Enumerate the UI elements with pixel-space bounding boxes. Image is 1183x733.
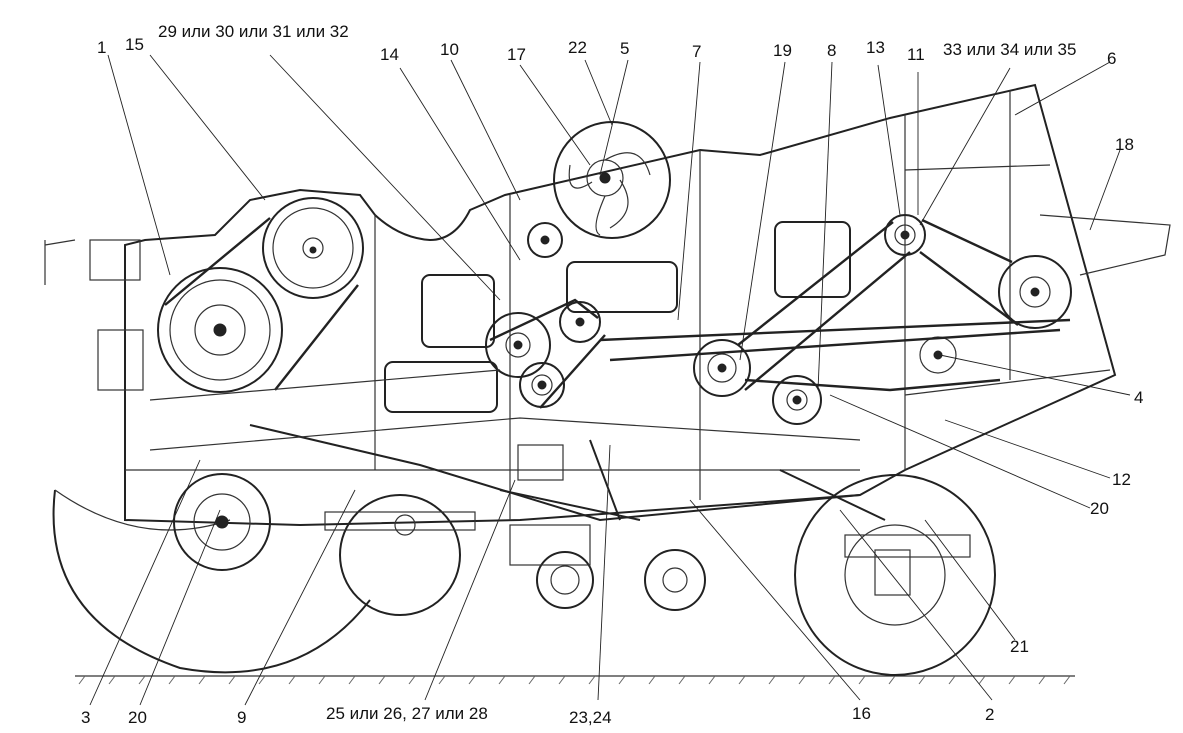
fan-wheel: [553, 121, 671, 239]
label-20-bottom: 20: [128, 708, 147, 727]
pickup-arc: [52, 489, 371, 674]
pulley-small-5: [527, 222, 563, 258]
label-6: 6: [1107, 49, 1116, 68]
label-15: 15: [125, 35, 144, 54]
label-22: 22: [568, 38, 587, 57]
label-23-24: 23,24: [569, 708, 612, 727]
pulley-lower-16: [644, 549, 706, 611]
label-7: 7: [692, 42, 701, 61]
wheel-middle: [339, 494, 461, 616]
pulley-12: [772, 375, 822, 425]
label-9: 9: [237, 708, 246, 727]
label-4: 4: [1134, 388, 1143, 407]
inspection-hatches: [384, 221, 851, 481]
pulley-upper-left: [262, 197, 364, 299]
linkage-rods: [149, 369, 886, 566]
label-19: 19: [773, 41, 792, 60]
label-14: 14: [380, 45, 399, 64]
pulley-8: [693, 339, 751, 397]
drive-belts: [164, 217, 1071, 409]
leader-lines: [89, 54, 1131, 706]
pulley-lower-2324: [536, 551, 594, 609]
label-13: 13: [866, 38, 885, 57]
label-17: 17: [507, 45, 526, 64]
label-18: 18: [1115, 135, 1134, 154]
label-5: 5: [620, 39, 629, 58]
label-25-26-27-28: 25 или 26, 27 или 28: [326, 704, 488, 723]
label-10: 10: [440, 40, 459, 59]
label-21: 21: [1010, 637, 1029, 656]
label-3: 3: [81, 708, 90, 727]
label-33-34-35: 33 или 34 или 35: [943, 40, 1076, 59]
label-11: 11: [907, 45, 925, 64]
combine-body: [44, 83, 1171, 527]
label-29-30-31-32: 29 или 30 или 31 или 32: [158, 22, 349, 41]
pulley-4: [919, 336, 957, 374]
callout-labels: 1 15 29 или 30 или 31 или 32 14 10 17 22…: [81, 22, 1143, 727]
ground-line: [75, 675, 1075, 685]
pulley-17: [519, 362, 565, 408]
wheel-rear: [794, 474, 996, 676]
pulley-large-left: [157, 267, 283, 393]
label-12: 12: [1112, 470, 1131, 489]
pulley-14: [485, 312, 551, 378]
label-20-right: 20: [1090, 499, 1109, 518]
label-8: 8: [827, 41, 836, 60]
pulley-rear-6: [998, 255, 1072, 329]
label-2: 2: [985, 705, 994, 724]
pulley-19: [559, 301, 601, 343]
wheel-front: [173, 473, 271, 571]
label-1: 1: [97, 38, 106, 57]
label-16: 16: [852, 704, 871, 723]
